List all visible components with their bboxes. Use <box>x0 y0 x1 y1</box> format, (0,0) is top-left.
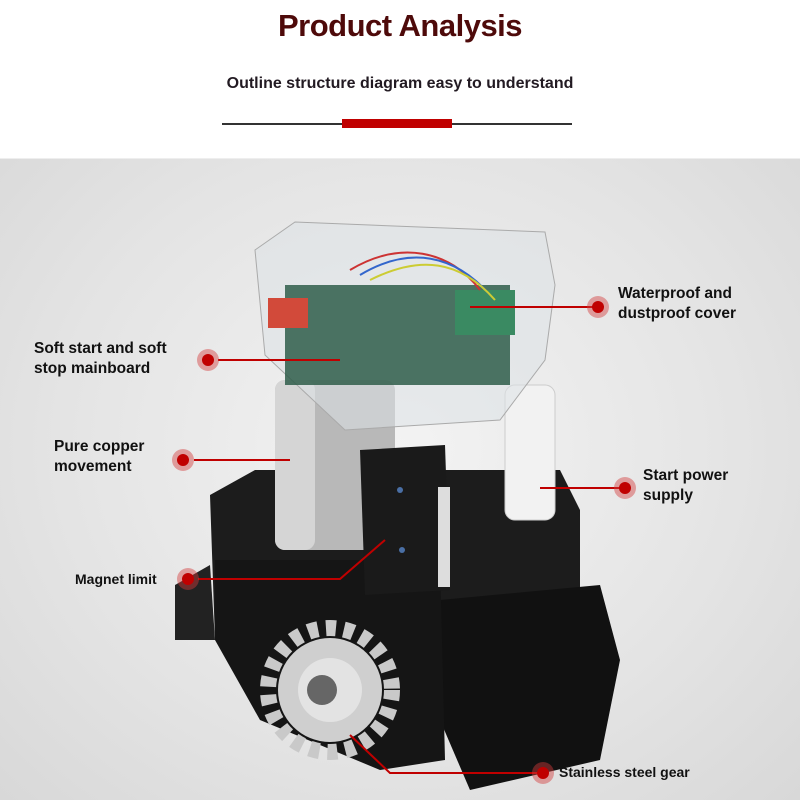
callout-line-gear <box>349 734 542 774</box>
callout-line-magnet <box>198 539 386 580</box>
label-line: Soft start and soft <box>34 340 167 357</box>
base-front <box>440 585 620 790</box>
callout-label-gear: Stainless steel gear <box>559 762 690 782</box>
callout-dot-power <box>614 477 636 499</box>
stainless-gear <box>260 620 400 760</box>
label-line: Pure copper <box>54 438 145 455</box>
label-line: supply <box>643 487 693 504</box>
label-line: Magnet limit <box>75 571 157 587</box>
callout-label-cover: Waterproof and dustproof cover <box>618 284 736 324</box>
label-line: movement <box>54 458 132 475</box>
label-line: Waterproof and <box>618 285 732 302</box>
callout-dot-movement <box>172 449 194 471</box>
label-line: Stainless steel gear <box>559 764 690 780</box>
callout-label-power: Start power supply <box>643 466 728 506</box>
callout-label-movement: Pure copper movement <box>54 437 144 477</box>
page-subtitle: Outline structure diagram easy to unders… <box>226 75 574 92</box>
callout-label-magnet: Magnet limit <box>75 569 157 589</box>
callout-dot-gear <box>532 762 554 784</box>
callout-dot-mainboard <box>197 349 219 371</box>
header: Product Analysis Outline structure diagr… <box>0 0 800 159</box>
label-line: stop mainboard <box>34 360 151 377</box>
capacitor <box>504 384 556 521</box>
label-line: dustproof cover <box>618 305 736 322</box>
page-title: Product Analysis <box>277 8 523 43</box>
callout-label-mainboard: Soft start and soft stop mainboard <box>34 339 167 379</box>
divider-accent <box>342 119 452 128</box>
label-line: Start power <box>643 467 729 484</box>
magnet-limit-block <box>360 445 450 595</box>
callout-dot-cover <box>587 296 609 318</box>
callout-dot-magnet <box>177 568 199 590</box>
